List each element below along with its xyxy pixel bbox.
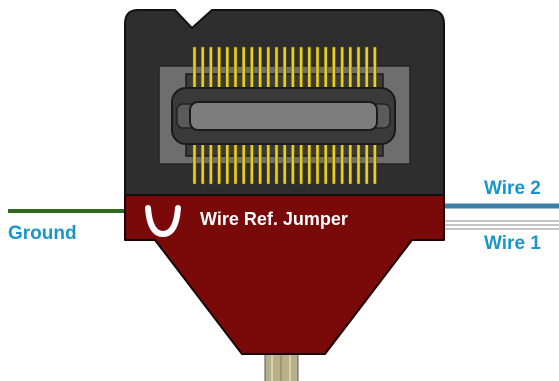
connector-bar	[189, 101, 378, 131]
ground-label: Ground	[8, 223, 77, 244]
jumper-label: Wire Ref. Jumper	[200, 209, 348, 229]
jumper-body	[124, 194, 445, 355]
wire-2-label: Wire 2	[484, 178, 541, 199]
wire-1-label: Wire 1	[484, 233, 541, 254]
wire-1-line	[437, 224, 559, 230]
connector-pins	[192, 46, 377, 185]
u-loop-icon	[145, 205, 181, 238]
